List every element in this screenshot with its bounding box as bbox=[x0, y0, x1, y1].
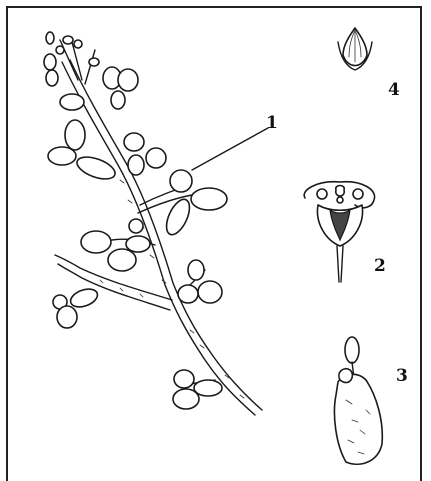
closed-bud-drawing bbox=[338, 28, 372, 70]
pistil-bract-drawing bbox=[334, 337, 382, 464]
figure-label-1: 1 bbox=[266, 115, 278, 132]
figure-label-2: 2 bbox=[374, 258, 386, 275]
figure-label-4: 4 bbox=[388, 82, 400, 99]
inflorescence-branch-drawing bbox=[44, 32, 268, 415]
open-flower-drawing bbox=[304, 182, 374, 282]
figure-label-3: 3 bbox=[396, 368, 408, 385]
